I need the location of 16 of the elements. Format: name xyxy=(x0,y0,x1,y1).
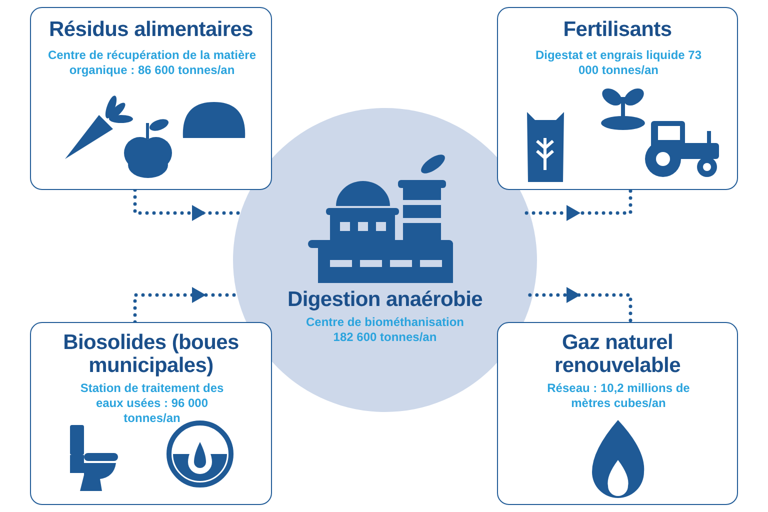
card-subtitle: Digestat et engrais liquide 73 000 tonnes/an xyxy=(534,48,703,78)
info-card xyxy=(497,322,738,505)
dotted-arrow xyxy=(524,188,632,221)
info-card xyxy=(497,7,738,190)
card-subtitle: Centre de biométhanisation 182 600 tonnes/an xyxy=(304,315,466,345)
card-title: Résidus alimentaires xyxy=(48,18,254,41)
card-subtitle: Réseau : 10,2 millions de mètres cubes/an xyxy=(546,381,691,411)
card-title: Fertilisants xyxy=(563,18,672,41)
card-title: Gaz naturel renouvelable xyxy=(554,331,682,377)
card-subtitle: Centre de récupération de la matière organique : 86 600 tonnes/an xyxy=(46,48,258,78)
info-card xyxy=(30,7,272,190)
card-title: Biosolides (boues municipales) xyxy=(62,331,240,377)
info-card xyxy=(30,322,272,505)
card-title: Digestion anaérobie xyxy=(287,288,482,311)
dotted-arrow xyxy=(528,287,632,324)
card-subtitle: Station de traitement des eaux usées : 96 000 tonnes/an xyxy=(79,381,225,426)
